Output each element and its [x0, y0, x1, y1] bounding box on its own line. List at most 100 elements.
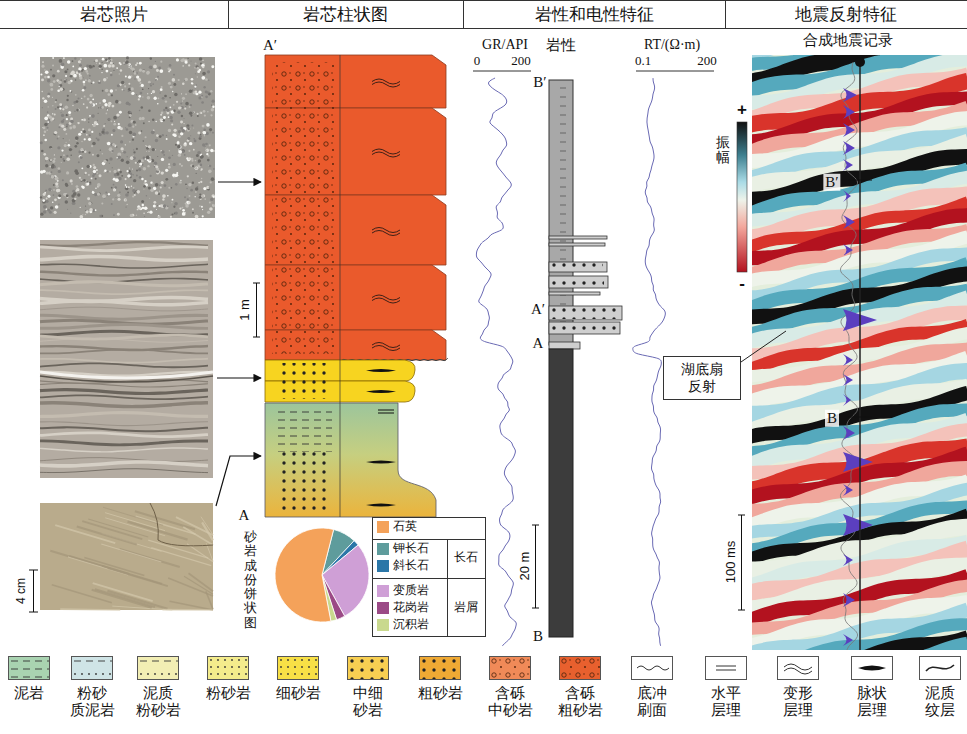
grain-speckle — [111, 64, 114, 67]
grain-speckle — [118, 198, 121, 201]
lamina-line — [40, 315, 208, 319]
grain-speckle — [75, 94, 77, 96]
grain-speckle — [194, 140, 197, 143]
grain-speckle — [52, 117, 55, 120]
grain-speckle — [206, 123, 210, 127]
grain-speckle — [146, 151, 147, 152]
lamina-line — [40, 290, 208, 294]
grain-speckle — [195, 191, 197, 193]
grain-speckle — [85, 214, 86, 215]
grain-speckle — [195, 63, 197, 65]
flaser-lens — [366, 504, 396, 507]
grain-speckle — [115, 186, 117, 188]
legend-text: 钾长石 — [393, 542, 429, 556]
lamina-line — [40, 363, 208, 367]
grain-speckle — [88, 121, 89, 122]
grain-speckle — [66, 114, 68, 116]
grain-speckle — [162, 134, 164, 136]
grain-speckle — [210, 181, 212, 183]
grain-speckle — [139, 69, 142, 72]
grain-speckle — [131, 186, 132, 187]
trace-lobe — [843, 426, 855, 440]
grain-speckle — [78, 70, 81, 73]
grain-speckle — [111, 120, 113, 122]
legend-swatch — [377, 543, 389, 555]
grain-speckle — [49, 121, 50, 122]
grain-speckle — [117, 194, 120, 197]
legend-text: 粉砂岩 — [203, 684, 254, 701]
grain-speckle — [95, 188, 96, 189]
grain-speckle — [133, 155, 134, 156]
grain-speckle — [196, 113, 198, 115]
grain-speckle — [62, 179, 64, 181]
grain-speckle — [92, 191, 95, 194]
grain-speckle — [102, 62, 103, 63]
swatch-art — [490, 657, 530, 679]
grain-speckle — [86, 134, 88, 136]
grain-speckle — [184, 196, 186, 198]
grain-speckle — [185, 184, 187, 186]
grain-speckle — [86, 210, 89, 213]
grain-speckle — [163, 119, 165, 121]
grain-speckle — [94, 121, 98, 125]
grain-speckle — [64, 144, 67, 147]
grain-speckle — [55, 99, 57, 101]
grain-speckle — [50, 206, 53, 209]
grain-speckle — [111, 94, 113, 96]
grain-speckle — [116, 67, 118, 69]
grain-speckle — [201, 96, 202, 97]
grain-speckle — [66, 157, 70, 161]
grain-speckle — [199, 193, 201, 195]
lamina-line — [40, 256, 208, 260]
grain-speckle — [50, 88, 53, 91]
grain-speckle — [195, 215, 199, 219]
grain-speckle — [138, 98, 140, 100]
grain-speckle — [184, 142, 186, 144]
grain-speckle — [136, 175, 138, 177]
grain-speckle — [152, 182, 154, 184]
grain-speckle — [113, 178, 116, 181]
grain-speckle — [88, 128, 91, 131]
grain-speckle — [97, 183, 101, 187]
grain-speckle — [169, 150, 170, 151]
grain-speckle — [195, 167, 198, 170]
grain-speckle — [200, 170, 201, 171]
grain-speckle — [84, 172, 86, 174]
grain-speckle — [150, 175, 152, 177]
grain-speckle — [57, 138, 59, 140]
lamina-streak — [170, 601, 213, 610]
flaser-lens — [366, 390, 396, 393]
grain-speckle — [82, 128, 84, 130]
grain-speckle — [173, 83, 176, 86]
mud-dash — [560, 196, 566, 197]
grain-speckle — [148, 186, 151, 189]
grain-speckle — [118, 123, 120, 125]
grain-speckle — [136, 170, 138, 172]
grain-speckle — [192, 165, 194, 167]
grain-speckle — [193, 127, 194, 128]
grain-speckle — [157, 103, 159, 105]
legend-text: 斜长石 — [393, 559, 429, 573]
grain-speckle — [42, 170, 45, 173]
grain-speckle — [115, 100, 119, 104]
grain-speckle — [61, 63, 65, 67]
grain-speckle — [200, 112, 202, 114]
grain-speckle — [42, 200, 46, 204]
trace-lobe — [843, 105, 855, 119]
grain-speckle — [113, 184, 115, 186]
grain-speckle — [118, 101, 121, 104]
grain-speckle — [44, 130, 46, 132]
grain-speckle — [87, 183, 90, 186]
trace-lobe — [843, 123, 855, 137]
swatch-pattern — [138, 657, 178, 668]
grain-speckle — [42, 107, 43, 108]
grain-speckle — [190, 189, 193, 192]
scale-tick — [532, 525, 539, 526]
grain-speckle — [186, 188, 187, 189]
grain-speckle — [101, 130, 104, 133]
lamina-streak — [107, 591, 167, 609]
mud-dash — [560, 178, 566, 179]
grain-speckle — [113, 170, 116, 173]
grain-speckle — [132, 169, 133, 170]
